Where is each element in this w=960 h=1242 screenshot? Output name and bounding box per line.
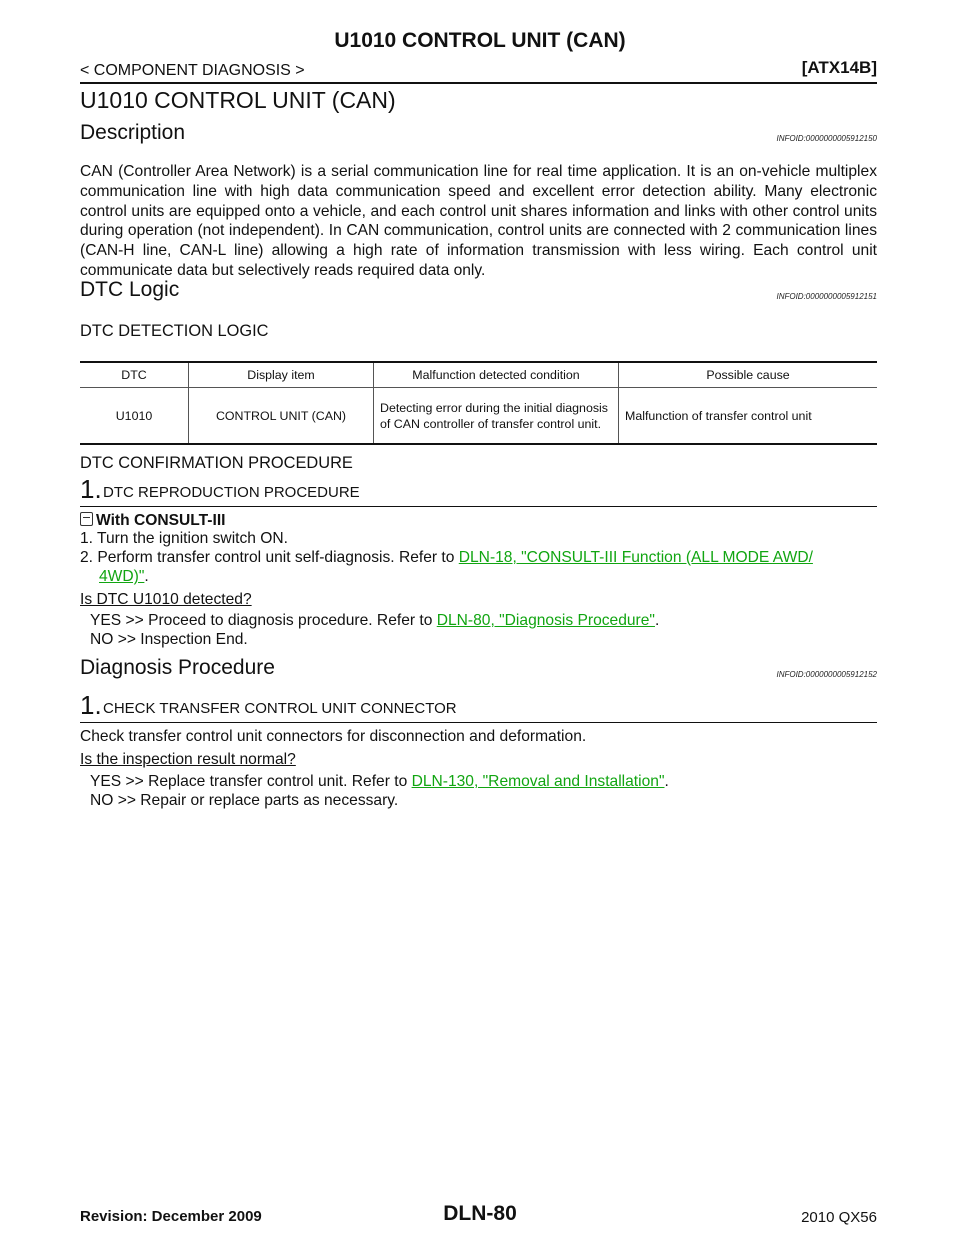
step-title: CHECK TRANSFER CONTROL UNIT CONNECTOR [103, 700, 457, 717]
table-cell: Detecting error during the initial diagn… [373, 387, 619, 445]
header-title: U1010 CONTROL UNIT (CAN) [334, 29, 626, 52]
model-code: [ATX14B] [801, 58, 877, 77]
yes-answer: YES >> Proceed to diagnosis procedure. R… [90, 612, 660, 629]
table-header-row: DTC Display item Malfunction detected co… [80, 361, 877, 388]
diagnosis-procedure-link[interactable]: DLN-80, "Diagnosis Procedure" [436, 612, 655, 629]
consult-icon [80, 512, 93, 526]
step-title: DTC REPRODUCTION PROCEDURE [103, 484, 360, 501]
step-divider [80, 722, 877, 723]
page-title: U1010 CONTROL UNIT (CAN) [80, 87, 396, 113]
description-heading: Description [80, 121, 186, 144]
step-number: 1. [80, 474, 102, 504]
dtc-confirmation-title: DTC CONFIRMATION PROCEDURE [80, 454, 353, 472]
diagnosis-heading: Diagnosis Procedure [80, 656, 275, 679]
table-header: Malfunction detected condition [373, 361, 619, 388]
table-header: DTC [80, 361, 189, 388]
procedure-item-2-cont: 4WD)". [99, 568, 149, 585]
dtc-logic-heading: DTC Logic [80, 278, 180, 301]
dtc-logic-infoid: INFOID:0000000005912151 [776, 292, 877, 301]
step-divider [80, 506, 877, 507]
page-number: DLN-80 [443, 1202, 517, 1225]
dtc-question: Is DTC U1010 detected? [80, 591, 252, 608]
consult-function-link-cont[interactable]: 4WD)" [99, 568, 145, 585]
table-header: Display item [188, 361, 374, 388]
removal-installation-link[interactable]: DLN-130, "Removal and Installation" [411, 773, 665, 790]
table-cell: U1010 [80, 387, 189, 445]
no-answer: NO >> Repair or replace parts as necessa… [90, 792, 399, 809]
dtc-table: DTC Display item Malfunction detected co… [80, 361, 877, 445]
vehicle-model: 2010 QX56 [801, 1209, 877, 1226]
procedure-item-1: 1. Turn the ignition switch ON. [80, 530, 289, 547]
description-infoid: INFOID:0000000005912150 [776, 134, 877, 143]
diagnosis-infoid: INFOID:0000000005912152 [776, 670, 877, 679]
dtc-detection-title: DTC DETECTION LOGIC [80, 322, 269, 340]
inspection-text: Check transfer control unit connectors f… [80, 728, 587, 745]
table-cell: Malfunction of transfer control unit [618, 387, 877, 445]
description-text: CAN (Controller Area Network) is a seria… [80, 163, 877, 279]
table-row: U1010 CONTROL UNIT (CAN) Detecting error… [80, 387, 877, 445]
header-divider [80, 82, 877, 84]
revision-date: Revision: December 2009 [80, 1208, 262, 1225]
consult-function-link[interactable]: DLN-18, "CONSULT-III Function (ALL MODE … [458, 549, 813, 566]
inspection-question: Is the inspection result normal? [80, 751, 296, 768]
with-consult-label: With CONSULT-III [80, 512, 226, 530]
procedure-item-2: 2. Perform transfer control unit self-di… [80, 549, 813, 566]
no-answer: NO >> Inspection End. [90, 631, 248, 648]
table-cell: CONTROL UNIT (CAN) [188, 387, 374, 445]
table-header: Possible cause [618, 361, 877, 388]
breadcrumb: < COMPONENT DIAGNOSIS > [80, 62, 305, 79]
yes-answer: YES >> Replace transfer control unit. Re… [90, 773, 669, 790]
step-number: 1. [80, 690, 102, 720]
